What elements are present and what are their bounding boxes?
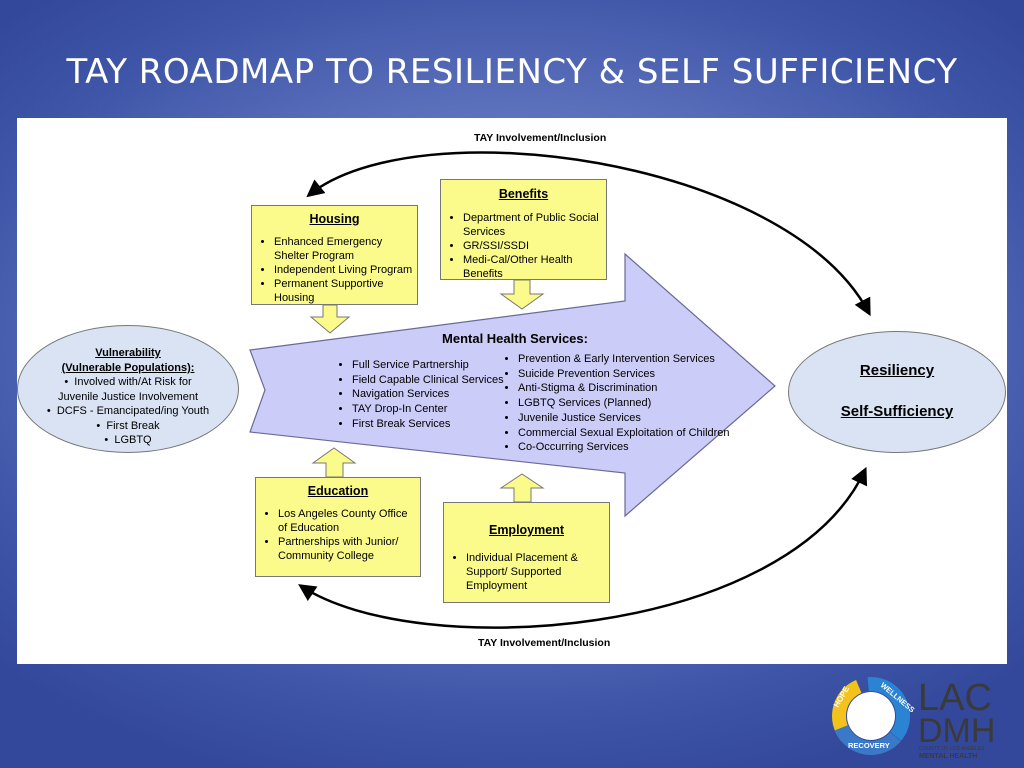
mental-health-item: Commercial Sexual Exploitation of Childr… <box>518 426 730 441</box>
resiliency-label: Resiliency <box>859 362 935 379</box>
vulnerability-item: • LGBTQ <box>104 434 152 446</box>
vulnerability-item: • DCFS - Emancipated/ing Youth <box>46 405 210 417</box>
mental-health-item: Suicide Prevention Services <box>518 367 730 382</box>
involvement-label-top: TAY Involvement/Inclusion <box>474 132 607 144</box>
mental-health-item: Field Capable Clinical Services <box>352 373 504 388</box>
housing-down-arrow <box>309 304 351 334</box>
vulnerability-item: Juvenile Justice Involvement <box>57 390 198 403</box>
self-sufficiency-label: Self-Sufficiency <box>840 403 954 420</box>
roadmap-diagram: TAY Involvement/Inclusion TAY Involvemen… <box>17 118 1007 664</box>
education-up-arrow <box>311 447 357 478</box>
top-involvement-arc <box>306 151 871 317</box>
bottom-involvement-arc <box>298 466 868 629</box>
mental-health-item: Prevention & Early Intervention Services <box>518 352 730 367</box>
benefits-item: Medi-Cal/Other Health Benefits <box>463 253 602 281</box>
mental-health-item: Co-Occurring Services <box>518 440 730 455</box>
benefits-item: GR/SSI/SSDI <box>463 239 602 253</box>
education-box: Education Los Angeles County Office of E… <box>255 477 421 577</box>
lacdmh-logo: HOPE WELLNESS RECOVERY LAC DMH COUNTY OF… <box>832 677 995 760</box>
mental-health-item: TAY Drop-In Center <box>352 402 504 417</box>
employment-item: Individual Placement & Support/ Supporte… <box>466 551 605 593</box>
education-item: Los Angeles County Office of Education <box>278 507 416 535</box>
vulnerability-subheading: (Vulnerable Populations): <box>61 361 195 374</box>
vulnerability-item: • Involved with/At Risk for <box>64 376 192 388</box>
employment-up-arrow <box>499 473 545 503</box>
benefits-title: Benefits <box>498 187 549 201</box>
logo-mental-health-text: MENTAL HEALTH <box>919 753 977 760</box>
logo-dmh-text: DMH <box>918 712 995 750</box>
vulnerability-heading: Vulnerability <box>95 347 161 359</box>
mental-health-item: First Break Services <box>352 417 504 432</box>
logo-county-text: COUNTY OF LOS ANGELES <box>919 746 985 752</box>
mental-health-item: LGBTQ Services (Planned) <box>518 396 730 411</box>
mental-health-list-right: Prevention & Early Intervention Services… <box>504 352 730 455</box>
employment-box: Employment Individual Placement & Suppor… <box>443 502 610 603</box>
housing-box: Housing Enhanced Emergency Shelter Progr… <box>251 205 418 305</box>
vulnerability-item: • First Break <box>96 419 160 432</box>
education-item: Partnerships with Junior/ Community Coll… <box>278 535 416 563</box>
logo-recovery-text: RECOVERY <box>848 741 890 750</box>
mental-health-item: Juvenile Justice Services <box>518 411 730 426</box>
benefits-box: Benefits Department of Public Social Ser… <box>440 179 607 280</box>
mental-health-item: Anti-Stigma & Discrimination <box>518 381 730 396</box>
mental-health-item: Full Service Partnership <box>352 358 504 373</box>
housing-item: Permanent Supportive Housing <box>274 277 413 305</box>
mental-health-item: Navigation Services <box>352 387 504 402</box>
housing-title: Housing <box>309 212 360 226</box>
housing-item: Enhanced Emergency Shelter Program <box>274 235 413 263</box>
slide-title: TAY ROADMAP TO RESILIENCY & SELF SUFFICI… <box>66 52 958 92</box>
logo-lac-text: LAC <box>918 677 992 719</box>
housing-item: Independent Living Program <box>274 263 413 277</box>
benefits-down-arrow <box>499 279 545 310</box>
employment-title: Employment <box>488 523 564 537</box>
outcome-oval: Resiliency Self-Sufficiency <box>788 331 1006 453</box>
benefits-item: Department of Public Social Services <box>463 211 602 239</box>
mental-health-list-left: Full Service Partnership Field Capable C… <box>338 358 504 432</box>
vulnerability-oval: Vulnerability (Vulnerable Populations): … <box>17 325 239 453</box>
diagram-connectors <box>249 151 871 629</box>
mental-health-title: Mental Health Services: <box>442 331 588 346</box>
involvement-label-bottom: TAY Involvement/Inclusion <box>478 637 611 649</box>
education-title: Education <box>307 484 369 498</box>
